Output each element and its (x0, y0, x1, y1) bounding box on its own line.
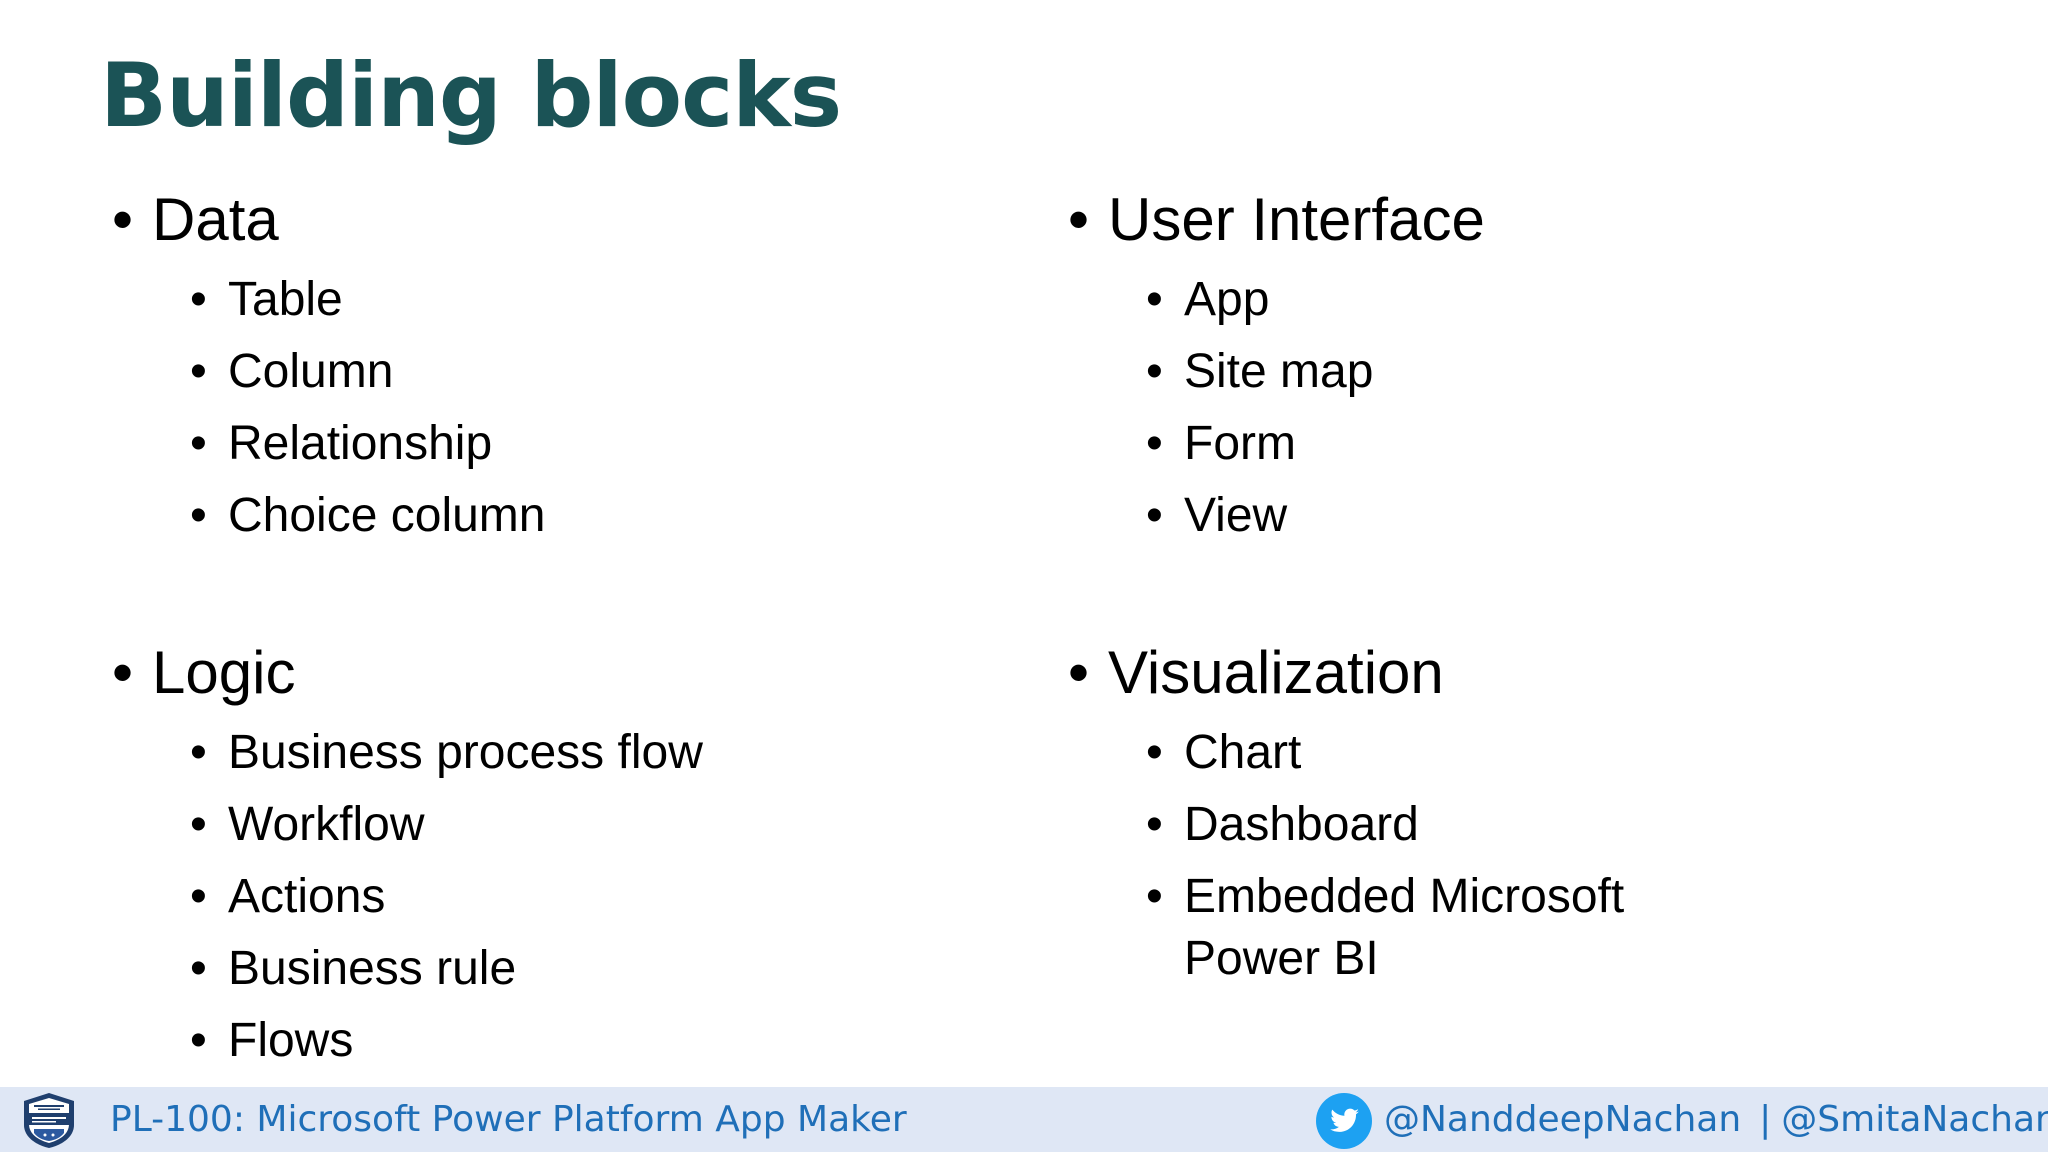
bullet: • (112, 639, 134, 706)
section-visualization: •Visualization •Chart •Dashboard •Embedd… (1068, 639, 1684, 990)
list-item: •Workflow (190, 798, 425, 851)
certification-badge-icon (24, 1093, 74, 1148)
list-item: •Column (190, 345, 394, 398)
section-heading: •Logic (112, 639, 296, 706)
handle-smita[interactable]: @SmitaNachan (1781, 1099, 2048, 1140)
slide-title: Building blocks (100, 44, 842, 147)
list-item: •App (1146, 273, 1270, 326)
section-heading: •Data (112, 186, 279, 253)
footer-bar: PL-100: Microsoft Power Platform App Mak… (0, 1087, 2048, 1152)
section-user-interface: •User Interface •App •Site map •Form •Vi… (1068, 186, 1485, 552)
slide: Building blocks •Data •Table •Column •Re… (100, 44, 1684, 1077)
list-item: •Business rule (190, 942, 517, 995)
list-item: •Flows (190, 1014, 354, 1067)
list-item: •Table (190, 273, 343, 326)
course-title: PL-100: Microsoft Power Platform App Mak… (110, 1099, 907, 1140)
list-item: •Chart (1146, 726, 1302, 779)
list-item: •Site map (1146, 345, 1374, 398)
twitter-bird-icon[interactable] (1316, 1093, 1372, 1149)
separator: | (1759, 1099, 1772, 1140)
list-item: •Relationship (190, 417, 493, 470)
list-item: •Dashboard (1146, 798, 1419, 851)
list-item: •Embedded Microsoft Power BI (1146, 870, 1625, 985)
social-handles: @NanddeepNachan |@SmitaNachan (1384, 1099, 2048, 1140)
list-item: •Choice column (190, 489, 546, 542)
bullet: • (112, 186, 134, 253)
section-heading: •Visualization (1068, 639, 1444, 706)
bullet: • (1068, 186, 1090, 253)
section-data: •Data •Table •Column •Relationship •Choi… (112, 186, 546, 552)
section-heading: •User Interface (1068, 186, 1485, 253)
list-item: •View (1146, 489, 1288, 542)
list-item: •Business process flow (190, 726, 703, 779)
section-logic: •Logic •Business process flow •Workflow … (112, 639, 703, 1077)
list-item: •Form (1146, 417, 1296, 470)
list-item: •Actions (190, 870, 386, 923)
handle-nanddeep[interactable]: @NanddeepNachan (1384, 1099, 1742, 1140)
bullet: • (1068, 639, 1090, 706)
